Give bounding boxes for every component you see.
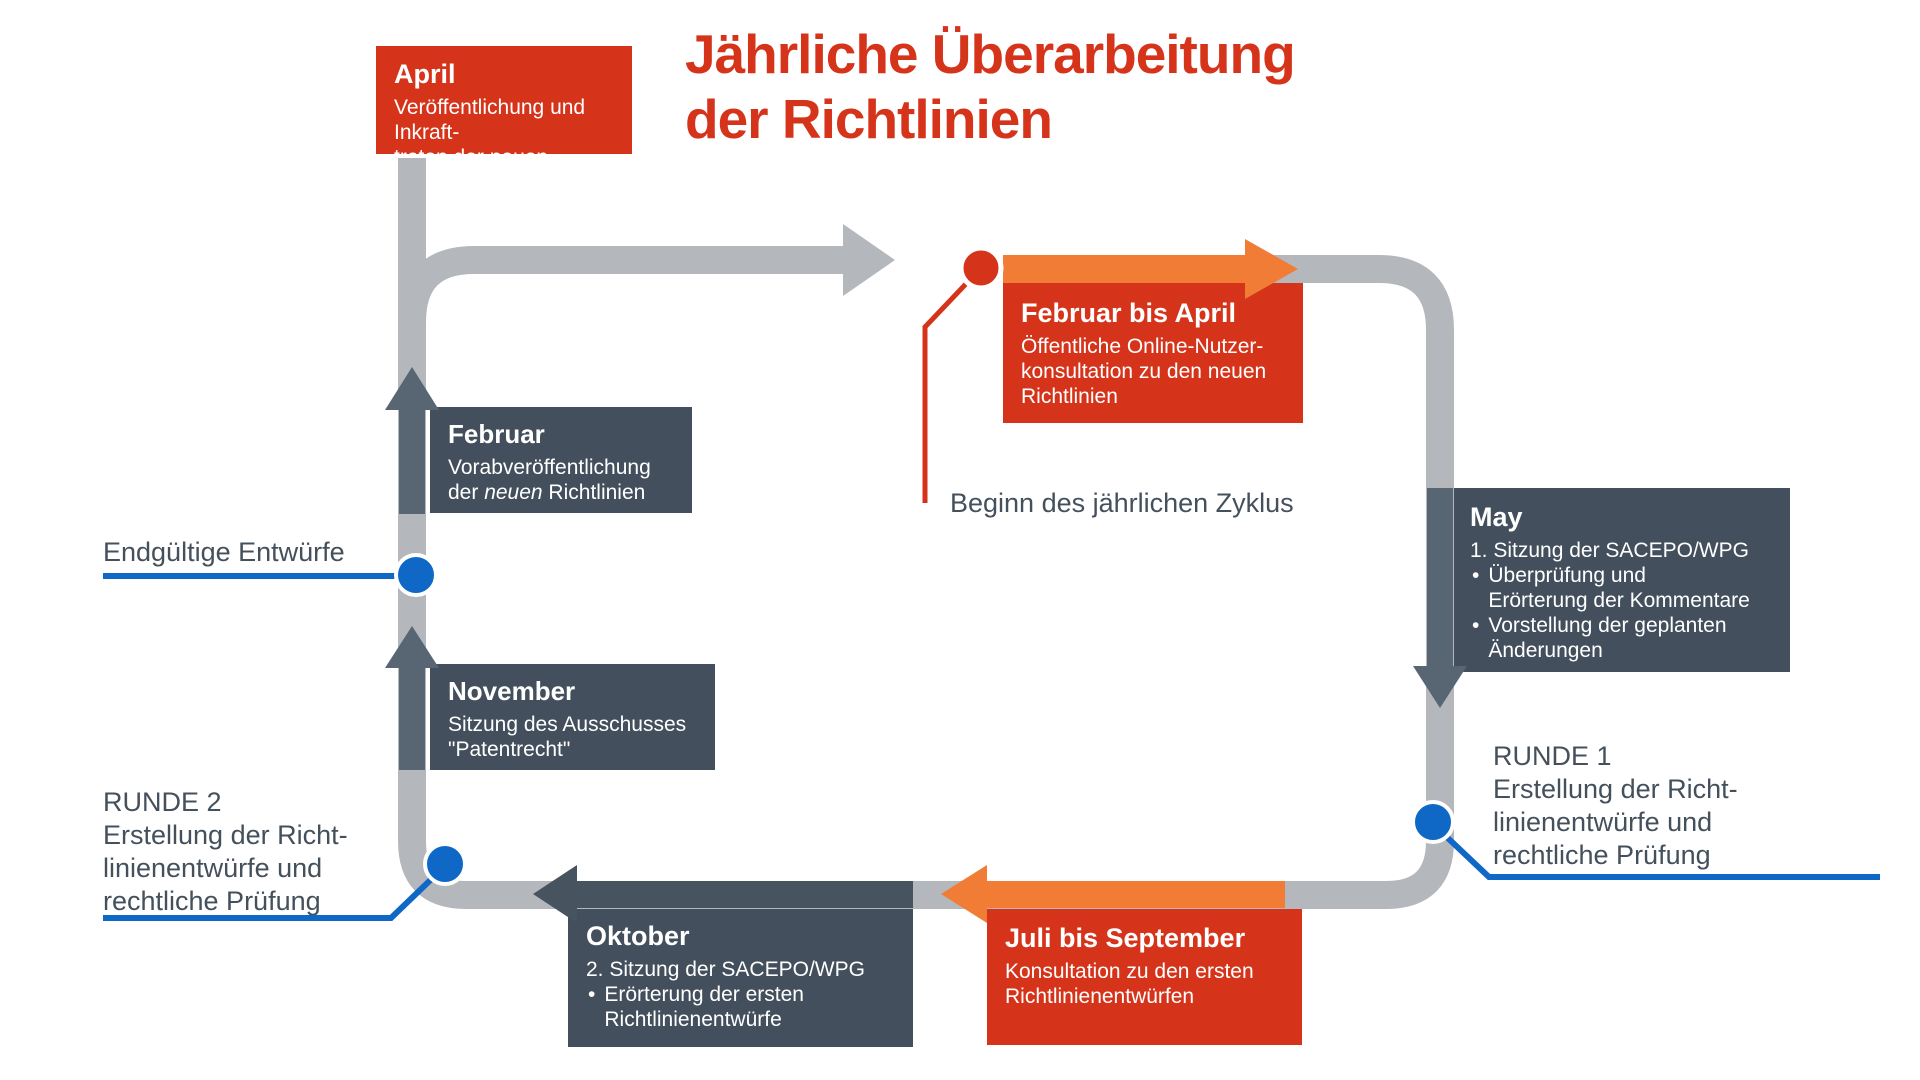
round1-line2: linienentwürfe und (1493, 807, 1713, 837)
februar-line1: Vorabveröffentlichung (448, 455, 651, 479)
bullet-icon: • (588, 983, 596, 1007)
may-bullet1: • Überprüfung und Erörterung der Komment… (1472, 563, 1772, 613)
oktober-line1: 2. Sitzung der SACEPO/WPG (586, 958, 865, 982)
februar-line2: der neuen Richtlinien (448, 481, 645, 504)
februar-line2-post: Richtlinien (542, 480, 646, 504)
round2-label: RUNDE 2 Erstellung der Richt- linienentw… (103, 786, 348, 918)
round2-line1: Erstellung der Richt- (103, 820, 348, 850)
feb-apr-line3: Richtlinien (1021, 385, 1118, 409)
may-box: May 1. Sitzung der SACEPO/WPG • Überprüf… (1452, 488, 1790, 672)
cycle-path-top-branch (398, 246, 845, 323)
november-box-title: November (448, 676, 576, 706)
feb-apr-line1: Öffentliche Online-Nutzer- (1021, 335, 1264, 359)
oktober-bullet1-text: Erörterung der ersten Richtlinienentwürf… (604, 982, 804, 1032)
oktober-bullet1: • Erörterung der ersten Richtlinienentwü… (588, 982, 895, 1032)
april-box-title: April (394, 59, 456, 89)
may-bullet1-line2: Erörterung der Kommentare (1488, 589, 1750, 613)
bullet-icon: • (1472, 564, 1480, 588)
oktober-bullet1-line1: Erörterung der ersten (604, 983, 804, 1007)
may-box-title: May (1470, 502, 1523, 532)
april-box-body: Veröffentlichung und Inkraft- treten der… (394, 95, 614, 195)
april-box: April Veröffentlichung und Inkraft- tret… (376, 46, 632, 194)
november-line2: "Patentrecht" (448, 737, 571, 761)
februar-box-title: Februar (448, 419, 545, 449)
cycle-path (398, 158, 1454, 909)
oktober-box-title: Oktober (586, 921, 690, 951)
februar-box: Februar Vorabveröffentlichung der neuen … (430, 407, 692, 513)
final-drafts-label: Endgültige Entwürfe (103, 537, 345, 567)
page-title-line2: der Richtlinien (685, 87, 1053, 150)
may-bullet2-line1: Vorstellung der geplanten (1488, 614, 1727, 638)
may-bullet2-text: Vorstellung der geplanten Änderungen (1488, 613, 1726, 663)
may-bullet2: • Vorstellung der geplanten Änderungen (1472, 613, 1772, 663)
feb-apr-box: Februar bis April Öffentliche Online-Nut… (1003, 283, 1303, 423)
may-line1: 1. Sitzung der SACEPO/WPG (1470, 539, 1749, 563)
februar-line2-italic: neuen (484, 480, 543, 504)
round2-dot (423, 842, 467, 886)
feb-apr-box-title: Februar bis April (1021, 298, 1237, 328)
round2-title: RUNDE 2 (103, 787, 222, 817)
juli-sep-box: Juli bis September Konsultation zu den e… (987, 908, 1302, 1045)
juli-sep-line2: Richtlinienentwürfen (1005, 985, 1195, 1009)
feb-apr-box-body: Öffentliche Online-Nutzer- konsultation … (1021, 334, 1285, 409)
bullet-icon: • (1472, 614, 1480, 638)
may-bullet1-text: Überprüfung und Erörterung der Kommentar… (1488, 563, 1749, 613)
oktober-box: Oktober 2. Sitzung der SACEPO/WPG • Erör… (568, 906, 913, 1047)
november-line1: Sitzung des Ausschusses (448, 712, 687, 736)
round2-line2: linienentwürfe und (103, 853, 323, 883)
round1-line3: rechtliche Prüfung (1493, 840, 1711, 870)
cycle-start-dot (958, 245, 1004, 291)
gray-arrowhead-icon (843, 224, 895, 296)
juli-sep-line1: Konsultation zu den ersten (1005, 960, 1254, 984)
november-box-body: Sitzung des Ausschusses "Patentrecht" (448, 712, 697, 762)
juli-sep-box-title: Juli bis September (1005, 923, 1246, 953)
round1-title: RUNDE 1 (1493, 741, 1612, 771)
round1-dot (1411, 800, 1455, 844)
round1-line1: Erstellung der Richt- (1493, 774, 1738, 804)
feb-apr-line2: konsultation zu den neuen (1021, 360, 1267, 384)
februar-box-body: Vorabveröffentlichung der neuen Richtlin… (448, 455, 674, 505)
cycle-start-label: Beginn des jährlichen Zyklus (950, 488, 1294, 518)
may-bullet2-line2: Änderungen (1488, 639, 1603, 663)
februar-line2-pre: der (448, 480, 485, 504)
cycle-start-connector-line (922, 266, 983, 503)
november-box: November Sitzung des Ausschusses "Patent… (430, 664, 715, 770)
page-title-line1: Jährliche Überarbeitung (685, 23, 1296, 85)
juli-sep-box-body: Konsultation zu den ersten Richtlinienen… (1005, 959, 1284, 1009)
april-line1: Veröffentlichung und Inkraft- (394, 96, 586, 145)
round1-label: RUNDE 1 Erstellung der Richt- linienentw… (1493, 740, 1738, 872)
oktober-box-body: 2. Sitzung der SACEPO/WPG • Erörterung d… (586, 957, 895, 1032)
may-box-body: 1. Sitzung der SACEPO/WPG • Überprüfung … (1470, 538, 1772, 663)
final-drafts-dot (394, 553, 438, 597)
oktober-bullet1-line2: Richtlinienentwürfe (604, 1008, 782, 1032)
round2-line3: rechtliche Prüfung (103, 886, 321, 916)
may-bullet1-line1: Überprüfung und (1488, 564, 1646, 588)
april-line2: treten der neuen Richtlinien (394, 146, 549, 195)
